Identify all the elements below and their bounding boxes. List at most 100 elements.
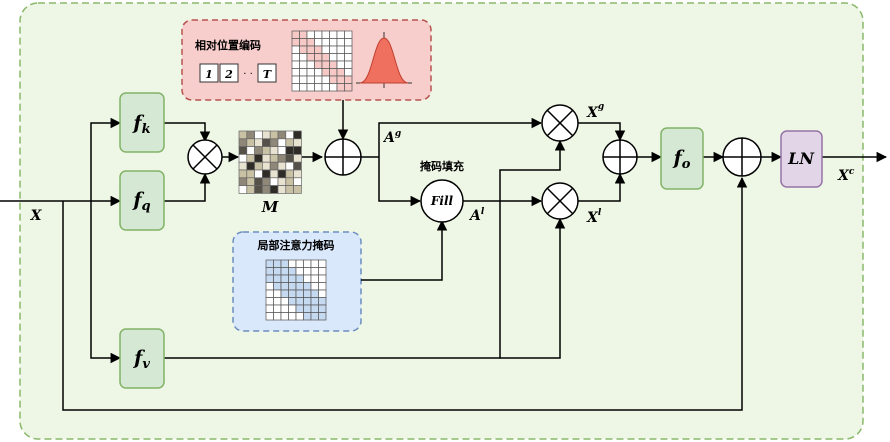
grid-cell bbox=[299, 68, 308, 77]
grid-cell bbox=[344, 45, 353, 54]
grid-cell bbox=[238, 161, 248, 171]
grid-cell bbox=[310, 289, 319, 298]
grid-cell bbox=[246, 138, 255, 147]
grid-cell bbox=[269, 154, 279, 163]
grid-cell bbox=[295, 259, 304, 268]
grid-cell bbox=[336, 68, 345, 77]
grid-cell bbox=[295, 304, 304, 313]
grid-cell bbox=[329, 83, 338, 92]
grid-cell bbox=[310, 304, 319, 313]
grid-cell bbox=[291, 68, 300, 77]
grid-cell bbox=[285, 161, 294, 171]
seq-label-1: 1 bbox=[205, 68, 213, 81]
grid-cell bbox=[269, 130, 279, 140]
grid-cell bbox=[293, 169, 302, 179]
grid-cell bbox=[277, 138, 287, 147]
grid-cell bbox=[280, 304, 289, 313]
grid-cell bbox=[310, 267, 319, 276]
grid-cell bbox=[280, 312, 289, 321]
grid-cell bbox=[262, 130, 271, 140]
grid-cell bbox=[314, 53, 323, 62]
grid-cell bbox=[321, 83, 330, 92]
grid-cell bbox=[295, 297, 304, 306]
grid-cell bbox=[238, 185, 248, 194]
grid-cell bbox=[306, 68, 315, 77]
grid-cell bbox=[277, 154, 287, 163]
local-mask-grid bbox=[265, 259, 327, 321]
grid-cell bbox=[277, 185, 287, 194]
grid-cell bbox=[318, 259, 327, 268]
add-operator-position bbox=[324, 138, 362, 176]
grid-cell bbox=[288, 297, 297, 306]
grid-cell bbox=[280, 282, 289, 291]
seq-label-2: 2 bbox=[224, 68, 233, 81]
grid-cell bbox=[303, 312, 312, 321]
grid-cell bbox=[262, 177, 271, 186]
fk-block: fk bbox=[119, 92, 165, 153]
grid-cell bbox=[238, 154, 248, 163]
grid-cell bbox=[293, 154, 302, 163]
grid-cell bbox=[299, 83, 308, 92]
grid-cell bbox=[265, 267, 274, 276]
grid-cell bbox=[299, 38, 308, 47]
grid-cell bbox=[254, 161, 263, 171]
fv-block: fv bbox=[119, 328, 165, 389]
grid-cell bbox=[306, 83, 315, 92]
grid-cell bbox=[273, 282, 282, 291]
grid-cell bbox=[280, 297, 289, 306]
grid-cell bbox=[295, 267, 304, 276]
grid-cell bbox=[336, 75, 345, 84]
grid-cell bbox=[291, 38, 300, 47]
multiply-operator-local bbox=[541, 182, 579, 220]
grid-cell bbox=[277, 130, 287, 140]
grid-cell bbox=[238, 138, 248, 147]
grid-cell bbox=[318, 282, 327, 291]
grid-cell bbox=[336, 30, 345, 39]
grid-cell bbox=[310, 282, 319, 291]
grid-cell bbox=[344, 83, 353, 92]
grid-cell bbox=[321, 53, 330, 62]
ln-label: LN bbox=[787, 149, 815, 168]
relative-position-title: 相对位置编码 bbox=[195, 38, 261, 52]
grid-cell bbox=[246, 154, 255, 163]
grid-cell bbox=[293, 130, 302, 140]
fill-label: Fill bbox=[430, 194, 454, 208]
seq-dots: · · bbox=[243, 69, 253, 80]
grid-cell bbox=[344, 30, 353, 39]
grid-cell bbox=[277, 146, 287, 155]
xc-label: Xc bbox=[837, 167, 855, 184]
grid-cell bbox=[269, 177, 279, 186]
grid-cell bbox=[303, 304, 312, 313]
grid-cell bbox=[277, 177, 287, 186]
grid-cell bbox=[269, 169, 279, 179]
grid-cell bbox=[262, 146, 271, 155]
grid-cell bbox=[265, 259, 274, 268]
fk-label: fk bbox=[131, 112, 150, 137]
grid-cell bbox=[288, 259, 297, 268]
grid-cell bbox=[246, 169, 255, 179]
grid-cell bbox=[273, 259, 282, 268]
grid-cell bbox=[291, 30, 300, 39]
grid-cell bbox=[265, 297, 274, 306]
multiply-operator-global bbox=[541, 104, 579, 142]
grid-cell bbox=[303, 267, 312, 276]
grid-cell bbox=[303, 282, 312, 291]
grid-cell bbox=[238, 130, 248, 140]
fo-label: fo bbox=[672, 147, 691, 172]
grid-cell bbox=[254, 138, 263, 147]
grid-cell bbox=[299, 75, 308, 84]
grid-cell bbox=[329, 53, 338, 62]
grid-cell bbox=[280, 259, 289, 268]
grid-cell bbox=[306, 53, 315, 62]
grid-cell bbox=[344, 75, 353, 84]
fo-block: fo bbox=[660, 127, 704, 190]
grid-cell bbox=[269, 185, 279, 194]
grid-cell bbox=[306, 60, 315, 69]
grid-cell bbox=[306, 45, 315, 54]
fill-operator: Fill bbox=[420, 179, 464, 223]
grid-cell bbox=[336, 83, 345, 92]
fq-block: fq bbox=[119, 170, 165, 231]
grid-cell bbox=[254, 185, 263, 194]
grid-cell bbox=[299, 53, 308, 62]
grid-cell bbox=[291, 60, 300, 69]
